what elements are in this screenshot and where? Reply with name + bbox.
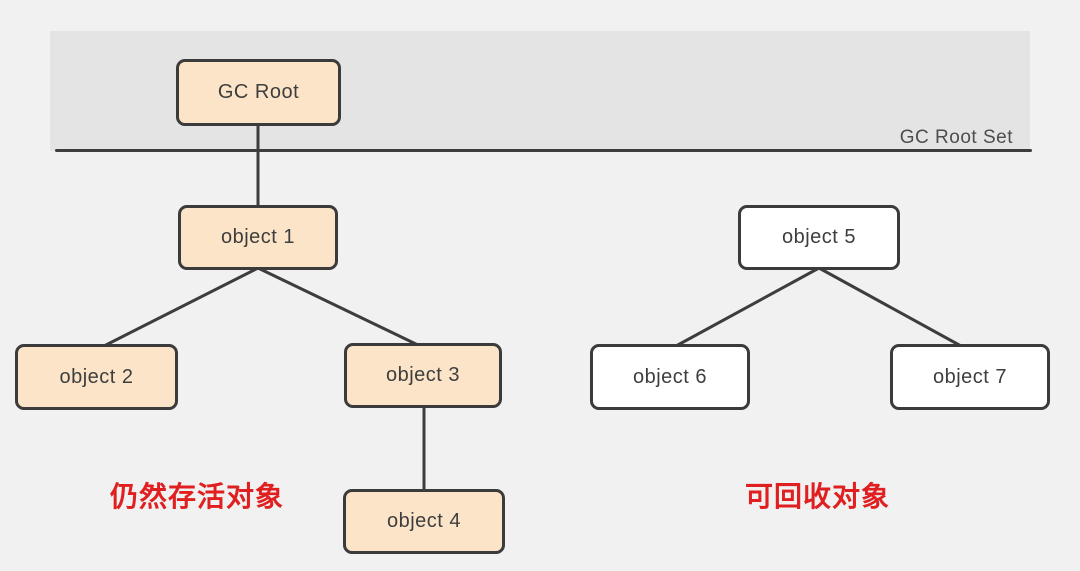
node-object-3-label: object 3 xyxy=(385,364,461,386)
gc-root-set-line xyxy=(55,149,1032,152)
node-object-7-label: object 7 xyxy=(932,365,1008,388)
node-object-3: object 3 xyxy=(344,343,502,408)
node-object-4-label: object 4 xyxy=(386,510,462,532)
node-object-6: object 6 xyxy=(590,344,750,410)
edge-object1-object2 xyxy=(102,266,260,348)
node-object-5-label: object 5 xyxy=(781,226,857,248)
edge-object1-object3 xyxy=(256,266,422,348)
node-object-5: object 5 xyxy=(738,205,900,270)
node-object-7: object 7 xyxy=(890,344,1050,410)
gc-root-set-label: GC Root Set xyxy=(899,127,1013,148)
annotation-live-objects: 仍然存活对象 xyxy=(110,481,285,512)
node-object-2: object 2 xyxy=(15,344,178,410)
node-object-2-label: object 2 xyxy=(59,365,134,388)
edge-object5-object6 xyxy=(674,266,821,348)
node-gc-root: GC Root xyxy=(176,59,341,126)
node-object-4: object 4 xyxy=(343,489,505,554)
node-object-1: object 1 xyxy=(178,205,338,270)
node-gc-root-label: GC Root xyxy=(217,81,300,103)
edge-object5-object7 xyxy=(817,266,963,348)
annotation-collectable-objects: 可回收对象 xyxy=(745,481,891,512)
node-object-1-label: object 1 xyxy=(220,226,296,248)
node-object-6-label: object 6 xyxy=(632,365,708,388)
